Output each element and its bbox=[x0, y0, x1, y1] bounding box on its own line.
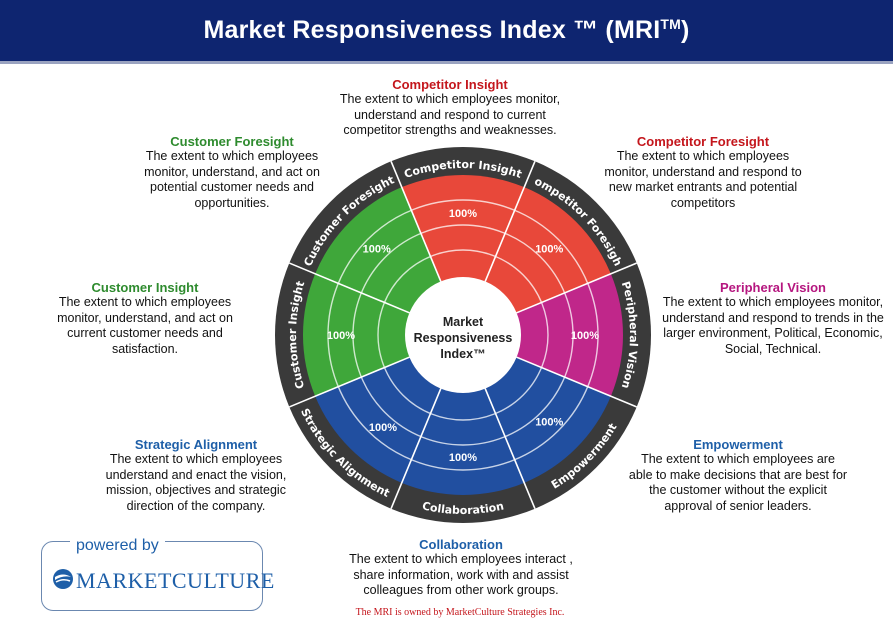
segment-divider bbox=[289, 262, 410, 314]
percent-label: 100% bbox=[327, 330, 355, 342]
ring-line bbox=[352, 224, 574, 446]
desc-title: Empowerment bbox=[693, 437, 783, 452]
ring-line bbox=[377, 249, 549, 421]
desc-text: The extent to which employees monitor, u… bbox=[339, 92, 561, 138]
desc-title: Customer Foresight bbox=[170, 134, 294, 149]
segment-divider bbox=[516, 262, 637, 314]
title-text: Market Responsiveness Index ™ (MRI bbox=[203, 16, 661, 44]
title-close: ) bbox=[681, 16, 690, 44]
inner-rings bbox=[327, 199, 599, 471]
desc-text: The extent to which employees understand… bbox=[105, 452, 287, 513]
wedge-peripheral-vision bbox=[463, 273, 623, 397]
segment-divider bbox=[289, 356, 410, 408]
desc-title: Competitor Foresight bbox=[636, 134, 770, 149]
segment-divider bbox=[484, 161, 536, 282]
marketculture-logo: MARKETCULTURE bbox=[76, 568, 275, 593]
powered-by-label: powered by bbox=[70, 537, 165, 555]
desc-customer-foresight: Customer Foresight The extent to which e… bbox=[134, 134, 330, 211]
page-title: Market Responsiveness Index ™ (MRITM) bbox=[203, 16, 689, 45]
center-line3: Index™ bbox=[440, 347, 485, 361]
ownership-note: The MRI is owned by MarketCulture Strate… bbox=[355, 607, 565, 618]
ring-label-collaboration: Collaboration bbox=[421, 499, 505, 517]
center-line2: Responsiveness bbox=[414, 331, 513, 345]
percent-label: 100% bbox=[535, 416, 563, 428]
segment-divider bbox=[390, 161, 442, 282]
segment-divider bbox=[390, 388, 442, 509]
desc-strategic-alignment: Strategic Alignment The extent to which … bbox=[96, 437, 296, 514]
desc-customer-insight: Customer Insight The extent to which emp… bbox=[50, 280, 240, 357]
desc-title: Strategic Alignment bbox=[134, 437, 258, 452]
percent-label: 100% bbox=[363, 244, 391, 256]
desc-title: Peripheral Vision bbox=[720, 280, 826, 295]
desc-title: Competitor Insight bbox=[392, 77, 508, 92]
title-superscript: TM bbox=[660, 16, 682, 32]
desc-title: Collaboration bbox=[419, 537, 503, 552]
ring-line bbox=[327, 199, 599, 471]
desc-empowerment: Empowerment The extent to which employee… bbox=[628, 437, 848, 514]
header-bar: Market Responsiveness Index ™ (MRITM) bbox=[0, 0, 893, 64]
desc-competitor-foresight: Competitor Foresight The extent to which… bbox=[603, 134, 803, 211]
percent-label: 100% bbox=[369, 422, 397, 434]
center-hub bbox=[405, 277, 521, 393]
mri-wheel: Competitor InsightCompetitor ForesightPe… bbox=[268, 140, 651, 523]
desc-text: The extent to which employees interact ,… bbox=[349, 552, 573, 598]
wedge-customer-insight bbox=[303, 273, 463, 397]
desc-text: The extent to which employees monitor, u… bbox=[662, 295, 884, 356]
desc-competitor-insight: Competitor Insight The extent to which e… bbox=[330, 77, 570, 139]
desc-text: The extent to which employees are able t… bbox=[628, 452, 848, 513]
wedge-competitor-insight bbox=[401, 175, 525, 335]
percent-label: 100% bbox=[449, 208, 477, 220]
percent-label: 100% bbox=[449, 452, 477, 464]
percent-labels: 100% 100% 100% 100% 100% 100% 100% 100% bbox=[327, 208, 599, 464]
wedge-collaboration bbox=[401, 335, 525, 495]
percent-label: 100% bbox=[535, 244, 563, 256]
segment-divider bbox=[484, 388, 536, 509]
desc-peripheral-vision: Peripheral Vision The extent to which em… bbox=[655, 280, 891, 357]
center-line1: Market bbox=[443, 315, 484, 329]
desc-title: Customer Insight bbox=[91, 280, 199, 295]
percent-label: 100% bbox=[571, 330, 599, 342]
dividers bbox=[289, 161, 637, 509]
segment-divider bbox=[516, 356, 637, 408]
desc-collaboration: Collaboration The extent to which employ… bbox=[336, 537, 586, 599]
desc-text: The extent to which employees monitor, u… bbox=[144, 149, 320, 210]
globe-icon bbox=[53, 569, 73, 589]
desc-text: The extent to which employees monitor, u… bbox=[57, 295, 233, 356]
desc-text: The extent to which employees monitor, u… bbox=[604, 149, 802, 210]
